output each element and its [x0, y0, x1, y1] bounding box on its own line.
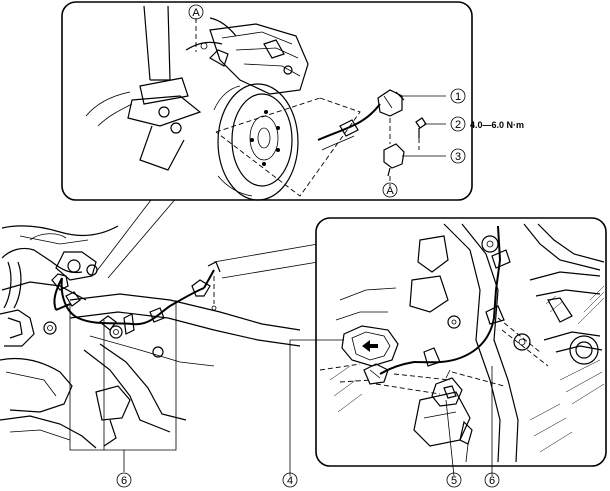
callout-2: 2: [450, 116, 466, 132]
main-vehicle-view: [0, 195, 319, 451]
callout-3-label: 3: [455, 151, 461, 163]
callout-3: 3: [450, 148, 466, 164]
callout-6-right-label: 6: [489, 475, 495, 487]
callout-1-label: 1: [455, 91, 461, 103]
marker-a-top-label: A: [192, 7, 200, 19]
callout-5-label: 5: [451, 475, 457, 487]
callout-2-label: 2: [455, 119, 461, 131]
callout-4-label: 4: [287, 475, 293, 487]
callout-5: 5: [446, 472, 462, 488]
callout-6-left-label: 6: [121, 475, 127, 487]
right-inset-panel: [289, 217, 607, 477]
marker-a-top: A: [188, 4, 204, 20]
callout-1: 1: [450, 88, 466, 104]
callout-6-left: 6: [116, 450, 132, 488]
torque-spec: 4.0—6.0 N·m: [470, 120, 524, 130]
callout-4: 4: [282, 472, 298, 488]
top-inset-panel: [61, 1, 473, 201]
marker-a-bottom-label: A: [386, 185, 394, 197]
callout-6-right: 6: [484, 472, 500, 488]
marker-a-bottom: A: [382, 182, 398, 198]
